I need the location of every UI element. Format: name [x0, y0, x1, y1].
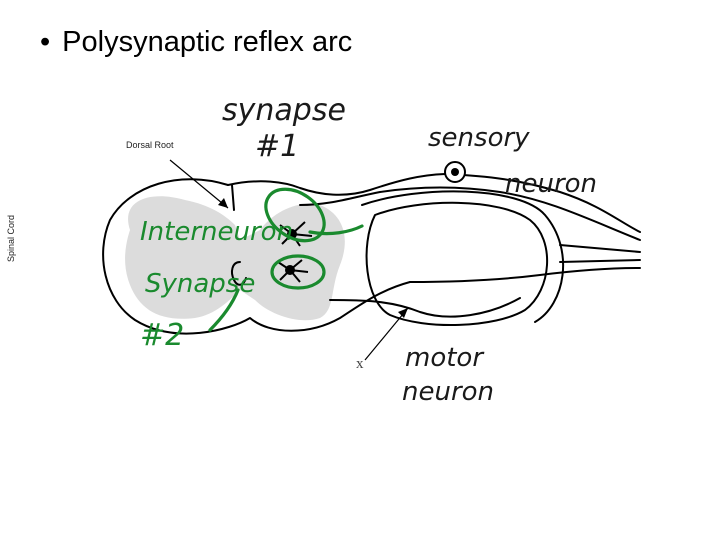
spinal-nerve-lower — [409, 267, 641, 283]
synapse-1-number: #1 — [255, 129, 299, 164]
sensory-text: sensory — [428, 123, 530, 153]
synapse-2-circle — [270, 254, 326, 290]
ventral-notch — [231, 261, 247, 286]
ganglion-oval — [365, 201, 549, 326]
interneuron-text: Interneuron — [140, 217, 293, 247]
synapse-2-number: #2 — [140, 318, 184, 353]
spinal-cord-outline-top — [227, 173, 446, 196]
spinal-nerve-line-2 — [559, 259, 641, 263]
sensory-neuron-text: neuron — [505, 169, 597, 199]
dorsal-root-nerve — [444, 173, 641, 233]
motor-neuron-text: neuron — [402, 377, 494, 407]
title-bullet: • — [40, 26, 51, 58]
slide-title: • Polysynaptic reflex arc — [40, 26, 352, 59]
dorsal-root-pointer — [169, 159, 229, 209]
motor-neuron-arrowhead — [398, 308, 408, 318]
synapse-1-text: synapse — [222, 93, 346, 128]
spinal-cord-outline — [102, 178, 411, 335]
synapse-2-text: Synapse — [145, 269, 255, 299]
dorsal-root-label: Dorsal Root — [126, 140, 174, 150]
spinal-nerve-line-1 — [559, 244, 641, 253]
dorsal-root-arrowhead — [218, 198, 228, 208]
sensory-nucleus — [451, 168, 459, 176]
title-text: Polysynaptic reflex arc — [62, 26, 353, 58]
ganglion-oval-outer — [361, 190, 565, 323]
interneuron-arrow-line — [308, 224, 364, 236]
synapse-2-arrow — [208, 288, 240, 332]
dorsal-root-nerve-inner — [299, 186, 641, 241]
ventral-root — [329, 297, 521, 318]
motor-neuron-pointer — [364, 307, 409, 361]
x-mark-label: x — [356, 356, 364, 372]
dorsal-horn-line — [231, 184, 235, 211]
spinal-cord-label: Spinal Cord — [6, 214, 16, 262]
motor-text: motor — [405, 343, 485, 373]
gray-matter — [125, 196, 345, 321]
